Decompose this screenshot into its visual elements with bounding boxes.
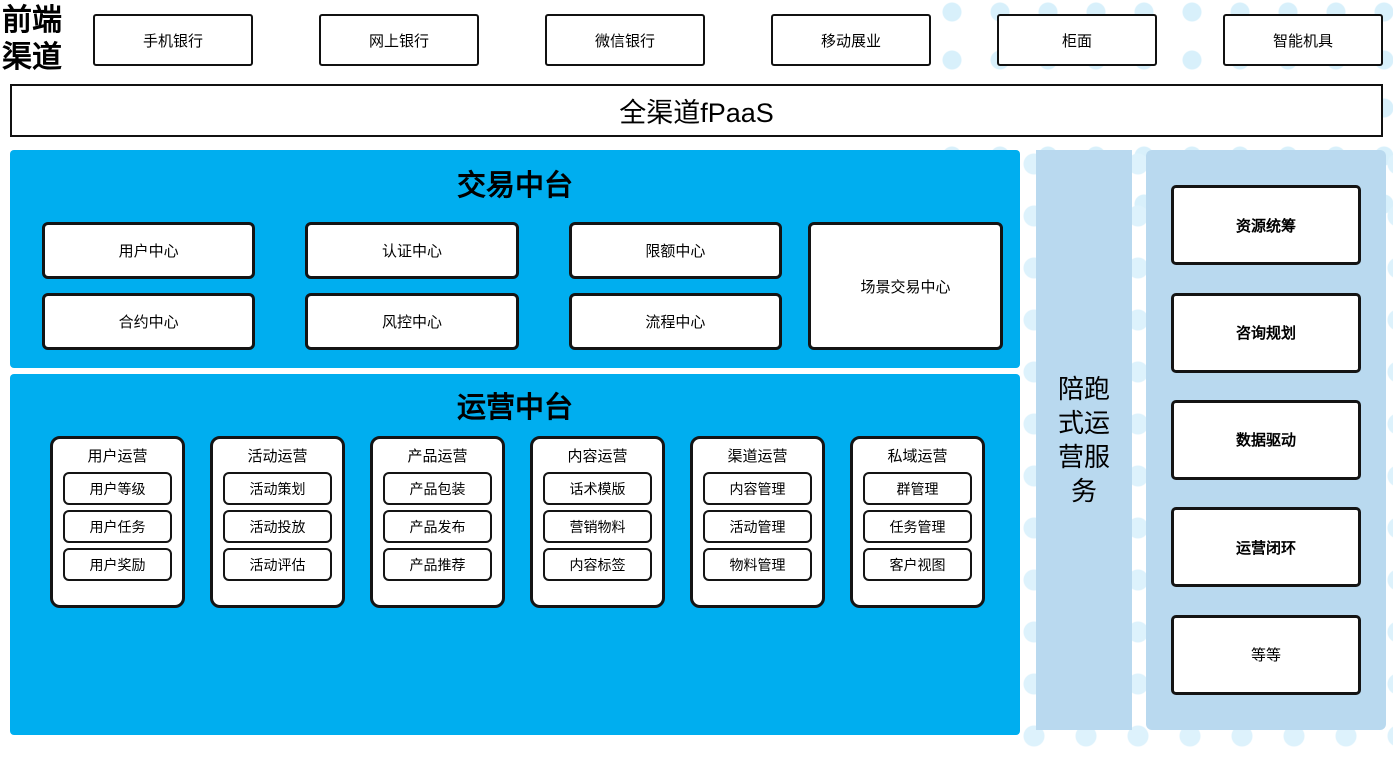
trade-center-label: 风控中心 xyxy=(381,314,442,331)
ops-item-label: 内容标签 xyxy=(569,556,626,573)
ops-item-label: 内容管理 xyxy=(729,480,786,497)
trade-center-label: 用户中心 xyxy=(118,243,179,260)
ops-group-title: 产品运营 xyxy=(407,448,468,465)
channel-box-smart-machine[interactable]: 智能机具 xyxy=(1223,14,1383,66)
ops-item[interactable]: 活动投放 xyxy=(223,510,332,543)
channel-label: 柜面 xyxy=(1061,32,1092,50)
ops-platform-title: 运营中台 xyxy=(456,392,573,424)
ops-item-label: 群管理 xyxy=(896,480,939,497)
capability-card-closed-loop[interactable]: 运营闭环 xyxy=(1171,507,1361,588)
ops-item-label: 话术模版 xyxy=(569,480,626,497)
ops-group-title: 内容运营 xyxy=(567,448,628,465)
ops-item-label: 产品推荐 xyxy=(409,556,466,573)
ops-group-title: 活动运营 xyxy=(247,448,308,465)
channel-row: 手机银行 网上银行 微信银行 移动展业 柜面 智能机具 xyxy=(93,14,1383,66)
ops-item[interactable]: 话术模版 xyxy=(543,472,652,505)
capability-card-label: 等等 xyxy=(1250,647,1281,665)
ops-item[interactable]: 内容标签 xyxy=(543,548,652,581)
ops-item[interactable]: 物料管理 xyxy=(703,548,812,581)
front-channel-label: 前端 渠道 xyxy=(2,2,86,78)
fpaas-label: 全渠道fPaaS xyxy=(619,98,774,128)
trade-platform-title: 交易中台 xyxy=(456,170,573,202)
channel-box-mobile-bank[interactable]: 手机银行 xyxy=(93,14,253,66)
ops-item-label: 活动管理 xyxy=(729,518,786,535)
channel-label: 智能机具 xyxy=(1272,32,1333,50)
ops-item[interactable]: 产品推荐 xyxy=(383,548,492,581)
ops-item-label: 任务管理 xyxy=(889,518,946,535)
ops-item-label: 用户等级 xyxy=(89,480,146,497)
capability-card-label: 资源统筹 xyxy=(1235,217,1296,235)
ops-group-private-domain: 私域运营 群管理 任务管理 客户视图 xyxy=(850,436,985,608)
front-channel-label-line1: 前端 xyxy=(2,4,62,37)
fpaas-bar[interactable]: 全渠道fPaaS xyxy=(10,84,1383,137)
trade-center-label: 限额中心 xyxy=(645,243,706,260)
trade-center-user[interactable]: 用户中心 xyxy=(42,222,256,279)
capability-card-etc[interactable]: 等等 xyxy=(1171,614,1361,695)
ops-item[interactable]: 产品包装 xyxy=(383,472,492,505)
capability-card-label: 运营闭环 xyxy=(1235,539,1296,557)
trade-center-label: 流程中心 xyxy=(645,314,706,331)
ops-item[interactable]: 活动策划 xyxy=(223,472,332,505)
ops-item-label: 用户任务 xyxy=(89,518,146,535)
capability-card-resource[interactable]: 资源统筹 xyxy=(1171,185,1361,266)
ops-item[interactable]: 营销物料 xyxy=(543,510,652,543)
front-channel-label-line2: 渠道 xyxy=(2,41,62,74)
trade-center-process[interactable]: 流程中心 xyxy=(568,293,782,350)
trade-center-auth[interactable]: 认证中心 xyxy=(305,222,519,279)
accompany-service-label: 陪跑式运营服务 xyxy=(1057,374,1110,506)
ops-item[interactable]: 用户任务 xyxy=(63,510,172,543)
ops-item[interactable]: 群管理 xyxy=(863,472,972,505)
trade-center-scene-transaction[interactable]: 场景交易中心 xyxy=(808,222,1003,350)
ops-group-channel: 渠道运营 内容管理 活动管理 物料管理 xyxy=(690,436,825,608)
ops-item[interactable]: 产品发布 xyxy=(383,510,492,543)
ops-item-label: 活动策划 xyxy=(249,480,306,497)
ops-item[interactable]: 任务管理 xyxy=(863,510,972,543)
ops-item-label: 客户视图 xyxy=(889,556,946,573)
trade-center-riskcontrol[interactable]: 风控中心 xyxy=(305,293,519,350)
ops-group-title: 渠道运营 xyxy=(727,448,788,465)
capability-card-label: 咨询规划 xyxy=(1235,325,1296,343)
ops-item[interactable]: 活动评估 xyxy=(223,548,332,581)
ops-group-product: 产品运营 产品包装 产品发布 产品推荐 xyxy=(370,436,505,608)
channel-box-mobile-business[interactable]: 移动展业 xyxy=(771,14,931,66)
trade-center-label: 认证中心 xyxy=(381,243,442,260)
ops-item[interactable]: 用户奖励 xyxy=(63,548,172,581)
scene-box-label: 场景交易中心 xyxy=(860,278,951,296)
channel-box-online-bank[interactable]: 网上银行 xyxy=(319,14,479,66)
channel-label: 手机银行 xyxy=(142,32,203,50)
ops-item-label: 活动投放 xyxy=(249,518,306,535)
ops-group-content: 内容运营 话术模版 营销物料 内容标签 xyxy=(530,436,665,608)
ops-item-label: 营销物料 xyxy=(569,518,626,535)
ops-group-title: 私域运营 xyxy=(887,448,948,465)
channel-box-wechat-bank[interactable]: 微信银行 xyxy=(545,14,705,66)
channel-label: 微信银行 xyxy=(594,32,655,50)
capability-panel: 资源统筹 咨询规划 数据驱动 运营闭环 等等 xyxy=(1146,150,1386,730)
capability-card-data-driven[interactable]: 数据驱动 xyxy=(1171,399,1361,480)
ops-item[interactable]: 内容管理 xyxy=(703,472,812,505)
trade-platform-grid: 用户中心 认证中心 限额中心 合约中心 风控中心 流程中心 xyxy=(42,222,782,350)
ops-item[interactable]: 活动管理 xyxy=(703,510,812,543)
trade-center-label: 合约中心 xyxy=(118,314,179,331)
accompany-service-column: 陪跑式运营服务 xyxy=(1036,150,1132,730)
ops-item-label: 用户奖励 xyxy=(89,556,146,573)
capability-card-label: 数据驱动 xyxy=(1235,432,1296,450)
ops-item-label: 活动评估 xyxy=(249,556,306,573)
channel-label: 网上银行 xyxy=(368,32,429,50)
trade-platform-panel: 交易中台 用户中心 认证中心 限额中心 合约中心 风控中心 流程中心 场景交易中… xyxy=(10,150,1020,368)
ops-group-activity: 活动运营 活动策划 活动投放 活动评估 xyxy=(210,436,345,608)
trade-center-limit[interactable]: 限额中心 xyxy=(568,222,782,279)
ops-group-title: 用户运营 xyxy=(87,448,148,465)
ops-item[interactable]: 客户视图 xyxy=(863,548,972,581)
channel-label: 移动展业 xyxy=(820,32,881,50)
ops-item-label: 产品包装 xyxy=(409,480,466,497)
ops-groups-row: 用户运营 用户等级 用户任务 用户奖励 活动运营 活动策划 活动投放 活动评估 … xyxy=(50,436,985,608)
ops-group-user: 用户运营 用户等级 用户任务 用户奖励 xyxy=(50,436,185,608)
trade-center-contract[interactable]: 合约中心 xyxy=(42,293,256,350)
capability-card-consulting[interactable]: 咨询规划 xyxy=(1171,292,1361,373)
ops-item-label: 产品发布 xyxy=(409,518,466,535)
ops-item-label: 物料管理 xyxy=(729,556,786,573)
channel-box-counter[interactable]: 柜面 xyxy=(997,14,1157,66)
ops-platform-panel: 运营中台 用户运营 用户等级 用户任务 用户奖励 活动运营 活动策划 活动投放 … xyxy=(10,374,1020,735)
ops-item[interactable]: 用户等级 xyxy=(63,472,172,505)
